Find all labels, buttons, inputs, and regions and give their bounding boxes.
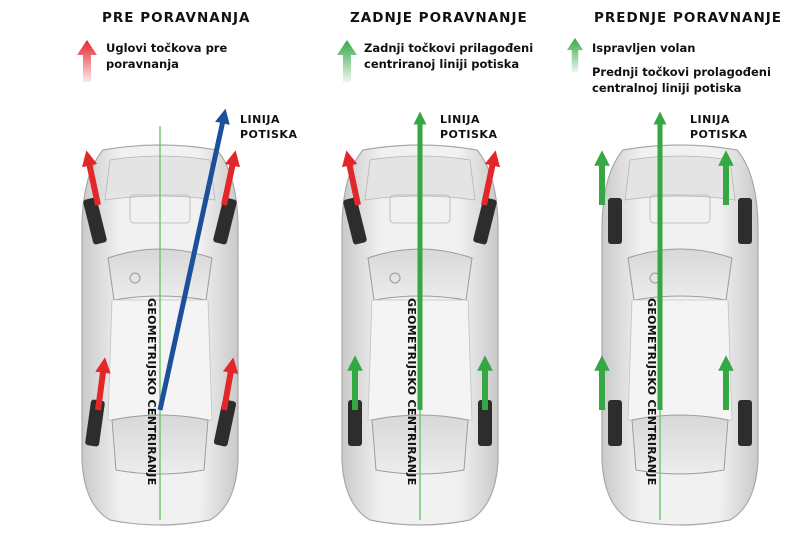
legend-text: Prednji točkovi prolagođeni centralnoj l… bbox=[592, 65, 771, 95]
legend-text: Ispravljen volan bbox=[592, 41, 696, 55]
thrust-line-label: LINIJA POTISKA bbox=[440, 113, 498, 141]
wheels bbox=[343, 197, 497, 446]
green-arrow-icon bbox=[337, 40, 357, 82]
thrust-line-label: LINIJA POTISKA bbox=[240, 113, 298, 141]
car-body bbox=[601, 144, 759, 526]
centerline-label: GEOMETRIJSKO CENTRIRANJE bbox=[405, 298, 418, 486]
rear-left-wheel-arrow bbox=[95, 357, 111, 411]
car-diagram bbox=[594, 111, 759, 526]
wheels bbox=[608, 198, 752, 446]
green-arrow-icon bbox=[566, 38, 584, 72]
legend-text: Uglovi točkova pre poravnanja bbox=[106, 41, 228, 71]
panel-title: ZADNJE PORAVNANJE bbox=[350, 10, 528, 26]
panel-front-alignment: PREDNJE PORAVNANJE Ispravljen volan Pred… bbox=[520, 0, 786, 533]
car-diagram bbox=[81, 108, 241, 526]
centerline-label: GEOMETRIJSKO CENTRIRANJE bbox=[145, 298, 158, 486]
front-right-wheel-arrow bbox=[481, 150, 501, 206]
panel-title: PRE PORAVNANJA bbox=[102, 10, 251, 26]
front-left-wheel-arrow bbox=[81, 150, 101, 206]
front-left-wheel-arrow bbox=[341, 150, 361, 206]
wheels bbox=[83, 197, 237, 447]
thrust-line-label: LINIJA POTISKA bbox=[690, 113, 748, 141]
centerline-label: GEOMETRIJSKO CENTRIRANJE bbox=[645, 298, 658, 486]
panel-pre-alignment: PRE PORAVNANJA Uglovi točkova pre poravn… bbox=[0, 0, 297, 533]
thrust-line-arrow bbox=[157, 108, 230, 411]
panel-rear-alignment: ZADNJE PORAVNANJE Zadnji točkovi prilago… bbox=[260, 0, 533, 533]
car-diagram bbox=[341, 111, 501, 526]
front-right-wheel-arrow bbox=[221, 150, 241, 206]
rear-right-wheel-arrow bbox=[221, 357, 239, 411]
legend-text: Zadnji točkovi prilagođeni centriranoj l… bbox=[364, 41, 534, 71]
red-arrow-icon bbox=[77, 40, 97, 82]
panel-title: PREDNJE PORAVNANJE bbox=[594, 10, 782, 26]
